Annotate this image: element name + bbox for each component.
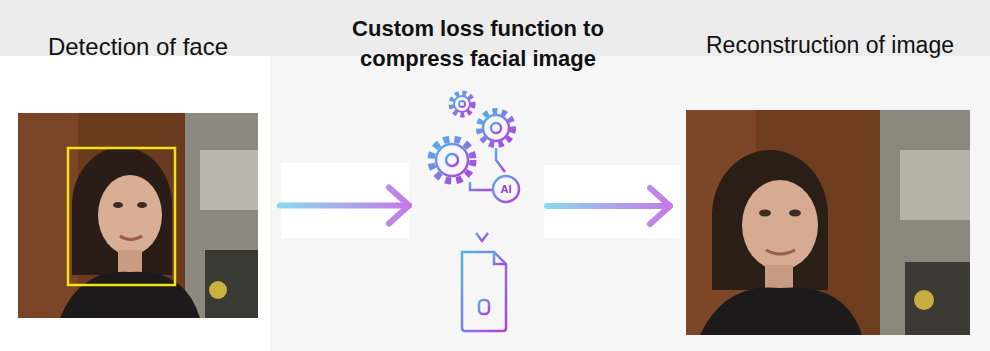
connector-anchor xyxy=(686,110,970,335)
face-photo xyxy=(18,113,258,318)
stage-heading: Reconstruction of image xyxy=(680,30,980,60)
connector-anchor xyxy=(18,113,258,318)
stage-heading: Detection of face xyxy=(14,32,262,62)
arrow-panel xyxy=(544,165,680,238)
flow-arrow xyxy=(547,188,670,224)
arrow-panel xyxy=(281,163,409,238)
image-stage: Detection of face xyxy=(14,28,262,324)
image-stage: Reconstruction of image xyxy=(680,26,980,338)
stage-heading: Custom loss function to compress facial … xyxy=(328,14,628,74)
reconstructed-photo xyxy=(686,110,970,335)
ai-gears-icon xyxy=(431,93,519,241)
flow-arrow xyxy=(280,188,409,224)
compression-stage: Custom loss function to compress facial … xyxy=(328,12,628,337)
zip-file-icon xyxy=(462,252,506,331)
left-ground xyxy=(0,56,270,351)
ai-badge-text: AI xyxy=(501,184,512,195)
connector-anchor xyxy=(425,90,525,322)
